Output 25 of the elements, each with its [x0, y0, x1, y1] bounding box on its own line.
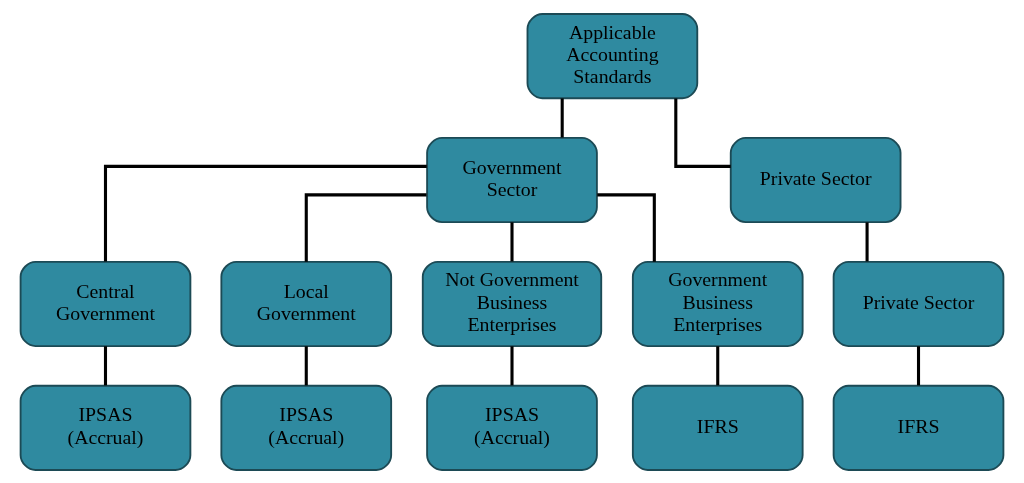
- node-box: IFRS: [631, 384, 804, 471]
- node-box: IPSAS (Accrual): [426, 384, 598, 471]
- node-box: IPSAS (Accrual): [19, 384, 192, 471]
- connector: [304, 192, 427, 262]
- node-box: Government Sector: [426, 136, 598, 223]
- node-box: Central Government: [19, 260, 192, 347]
- connector: [674, 97, 731, 168]
- node-box: Local Government: [220, 260, 393, 347]
- node-box: Government Business Enterprises: [631, 260, 804, 347]
- connector: [916, 345, 921, 385]
- connector: [510, 345, 514, 385]
- node-box: IPSAS (Accrual): [220, 384, 393, 471]
- connector: [304, 345, 308, 385]
- connector: [560, 97, 564, 137]
- connector: [103, 164, 427, 262]
- connector: [716, 345, 720, 385]
- connector: [597, 192, 656, 262]
- node-box: Applicable Accounting Standards: [526, 12, 699, 99]
- node-box: Private Sector: [832, 260, 1005, 347]
- connector: [103, 345, 108, 385]
- connector: [510, 221, 514, 261]
- node-box: Private Sector: [729, 136, 902, 223]
- node-box: Not Government Business Enterprises: [421, 260, 603, 347]
- node-box: IFRS: [832, 384, 1005, 471]
- connector: [865, 221, 869, 261]
